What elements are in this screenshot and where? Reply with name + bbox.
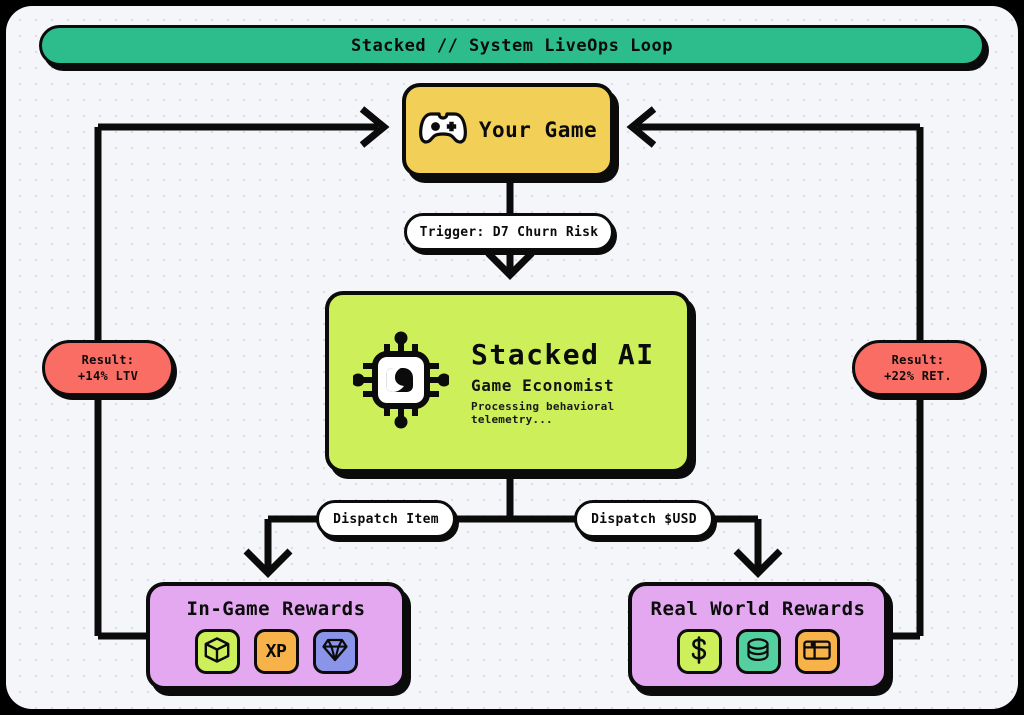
node-stacked-ai-title: Stacked AI: [471, 338, 655, 371]
arrowhead-into-realworld: [733, 548, 783, 578]
node-stacked-ai-text: Stacked AI Game Economist Processing beh…: [471, 338, 687, 426]
node-stacked-ai-subtitle: Game Economist: [471, 376, 615, 395]
gift-card-icon: [803, 639, 831, 665]
node-your-game-label: Your Game: [478, 118, 598, 142]
node-your-game[interactable]: Your Game: [402, 83, 614, 177]
reward-chip-loot-box[interactable]: [194, 629, 240, 674]
reward-chip-xp[interactable]: XP: [253, 629, 299, 674]
loot-box-icon: [204, 636, 230, 667]
diagram-card: Stacked // System LiveOps Loop: [6, 6, 1018, 709]
result-badge-retention: Result: +22% RET.: [852, 340, 984, 396]
edge-label-dispatch-item: Dispatch Item: [316, 500, 456, 538]
edge-label-dispatch-usd-text: Dispatch $USD: [591, 511, 697, 527]
result-badge-ltv-line2: +14% LTV: [77, 368, 139, 383]
edge-label-dispatch-usd: Dispatch $USD: [574, 500, 714, 538]
gamepad-icon: [418, 110, 467, 150]
reward-chip-gift-card[interactable]: [794, 629, 840, 674]
edge-label-dispatch-item-text: Dispatch Item: [333, 511, 439, 527]
in-game-reward-chip-row: XP: [194, 629, 358, 674]
edge-label-trigger: Trigger: D7 Churn Risk: [404, 213, 614, 251]
cpu-chip-icon: [351, 330, 451, 434]
diagram-title-bar: Stacked // System LiveOps Loop: [39, 25, 985, 66]
real-world-reward-chip-row: [676, 629, 840, 674]
dollar-icon: [688, 635, 710, 668]
node-in-game-rewards-title: In-Game Rewards: [186, 598, 366, 620]
coins-icon: [744, 637, 772, 667]
result-badge-ltv: Result: +14% LTV: [42, 340, 174, 396]
node-in-game-rewards[interactable]: In-Game Rewards XP: [146, 582, 406, 690]
arrowhead-into-ai: [485, 250, 535, 280]
node-stacked-ai-status: Processing behavioral telemetry...: [471, 400, 615, 426]
result-badge-ltv-line1: Result:: [81, 352, 135, 367]
arrowhead-into-ingame: [243, 548, 293, 578]
node-real-world-rewards-title: Real World Rewards: [650, 598, 866, 620]
diagram-title-text: Stacked // System LiveOps Loop: [350, 35, 674, 56]
arrowhead-into-game-left: [359, 106, 390, 148]
arrowhead-into-game-right: [626, 106, 657, 148]
node-real-world-rewards[interactable]: Real World Rewards: [628, 582, 888, 690]
result-badge-retention-line2: +22% RET.: [884, 368, 952, 383]
xp-icon: XP: [265, 641, 287, 662]
node-stacked-ai[interactable]: Stacked AI Game Economist Processing beh…: [325, 291, 691, 473]
result-badge-retention-line1: Result:: [891, 352, 945, 367]
gem-icon: [322, 638, 348, 666]
edge-label-trigger-text: Trigger: D7 Churn Risk: [419, 224, 599, 240]
reward-chip-dollar[interactable]: [676, 629, 722, 674]
reward-chip-coins[interactable]: [735, 629, 781, 674]
reward-chip-gem[interactable]: [312, 629, 358, 674]
